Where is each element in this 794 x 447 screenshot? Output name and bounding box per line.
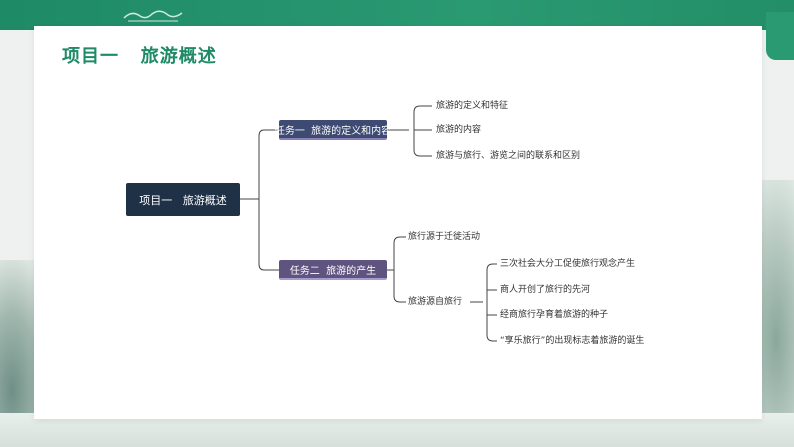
cloud-ornament-icon <box>123 10 183 22</box>
connector-task1-branch <box>413 105 421 157</box>
page-title: 项目一 旅游概述 <box>62 46 217 67</box>
task2-sub-item-1: 三次社会大分工促使旅行观念产生 <box>500 259 636 269</box>
task1-item-2: 旅游的内容 <box>436 125 482 135</box>
task1-node: 任务一 旅游的定义和内容 <box>275 120 391 140</box>
task2-item-2: 旅游源自旅行 <box>408 297 463 307</box>
task1-item-3: 旅游与旅行、游览之间的联系和区别 <box>436 151 581 161</box>
task2-node: 任务二 旅游的产生 <box>279 260 387 280</box>
connector-task2-branch <box>393 236 401 303</box>
header-band <box>0 0 794 30</box>
task2-item-1: 旅行源于迁徙活动 <box>408 232 481 242</box>
mindmap-connectors <box>240 105 497 342</box>
corner-tab <box>766 12 794 60</box>
content-card: 项目一 旅游概述 项目一 旅游概述 任务一 旅游的定义和内容 任务二 旅游的产生… <box>34 26 762 419</box>
task2-sub-item-4: “享乐旅行”的出现标志着旅游的诞生 <box>500 336 645 346</box>
task1-item-1: 旅游的定义和特征 <box>436 101 509 111</box>
connector-root-branch <box>258 129 265 271</box>
task2-sub-item-2: 商人开创了旅行的先河 <box>500 285 591 295</box>
connector-sub-branch <box>486 263 494 342</box>
root-node: 项目一 旅游概述 <box>126 183 240 216</box>
task2-sub-item-3: 经商旅行孕育着旅游的种子 <box>500 310 609 320</box>
